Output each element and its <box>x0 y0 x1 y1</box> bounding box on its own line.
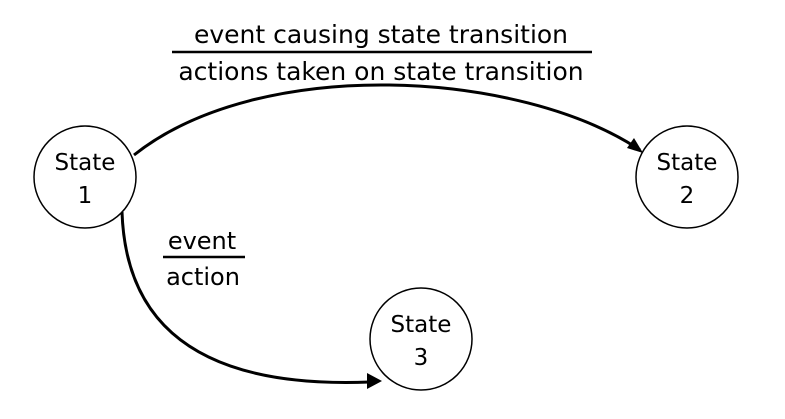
state-1-number: 1 <box>78 183 93 209</box>
transition-1-3-arrow-line <box>120 211 371 384</box>
transition-1-3-arrowhead <box>367 373 382 389</box>
state-3-number: 3 <box>414 345 429 371</box>
state-node-3: State 3 <box>369 287 473 391</box>
transition-1-3-event-label: event <box>168 227 236 255</box>
transition-1-2-event-label: event causing state transition <box>194 20 568 49</box>
transition-1-2-arrowhead <box>627 138 643 153</box>
state-2-number: 2 <box>680 183 695 209</box>
transition-1-2-arrow-line <box>133 83 641 157</box>
state-1-circle <box>33 125 137 229</box>
state-node-1: State 1 <box>33 125 137 229</box>
state-3-title: State <box>391 312 452 338</box>
state-2-title: State <box>657 150 718 176</box>
transition-1-2-action-label: actions taken on state transition <box>178 57 583 86</box>
state-1-title: State <box>55 150 116 176</box>
transition-state-1-to-state-2: event causing state transition actions t… <box>133 20 643 157</box>
transition-1-3-action-label: action <box>166 263 240 291</box>
state-node-2: State 2 <box>635 125 739 229</box>
state-2-circle <box>635 125 739 229</box>
state-3-circle <box>369 287 473 391</box>
transition-state-1-to-state-3: event action <box>120 211 382 389</box>
